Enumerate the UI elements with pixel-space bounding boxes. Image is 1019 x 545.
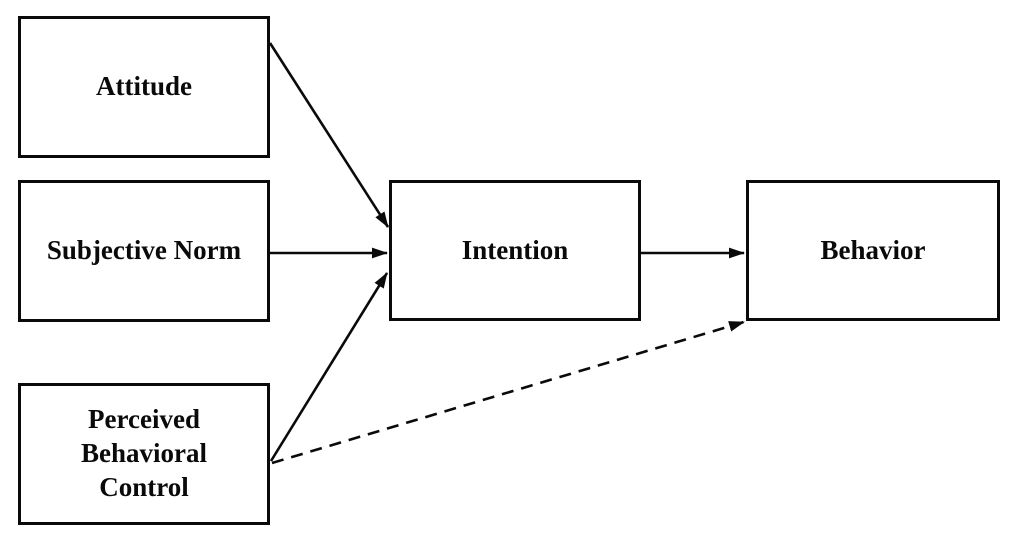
node-subjective-norm: Subjective Norm xyxy=(18,180,270,322)
node-subjective-norm-label: Subjective Norm xyxy=(46,235,242,266)
attitude-to-intention-arrow xyxy=(268,42,390,228)
node-perceived-behavioral-control: Perceived Behavioral Control xyxy=(18,383,270,525)
node-behavior-label: Behavior xyxy=(820,234,926,265)
node-intention: Intention xyxy=(389,180,641,321)
edge-group xyxy=(268,42,745,465)
pbc-to-behavior-arrow xyxy=(271,320,745,465)
node-behavior: Behavior xyxy=(746,180,1000,321)
node-attitude: Attitude xyxy=(18,16,270,158)
node-perceived-behavioral-control-label: Perceived Behavioral Control xyxy=(81,404,207,502)
node-attitude-label: Attitude xyxy=(96,71,192,102)
pbc-to-intention-arrow xyxy=(269,272,389,462)
node-intention-label: Intention xyxy=(461,234,569,265)
